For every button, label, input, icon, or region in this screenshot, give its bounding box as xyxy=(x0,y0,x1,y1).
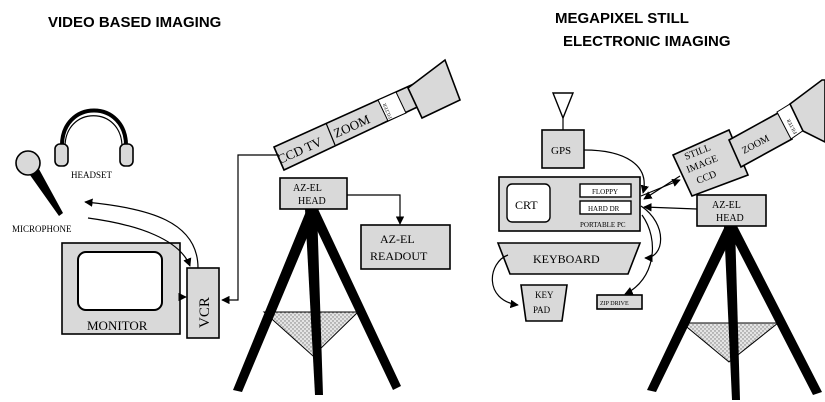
azel-readout-box xyxy=(360,224,451,270)
keypad-label-2: PAD xyxy=(533,305,551,315)
monitor xyxy=(61,242,181,335)
keypad-label-1: KEY xyxy=(535,290,554,300)
microphone-label: MICROPHONE xyxy=(12,224,72,234)
monitor-label: MONITOR xyxy=(87,318,148,333)
keyboard-label: KEYBOARD xyxy=(533,252,600,266)
hard-drive-slot xyxy=(579,200,632,215)
still-azel-head-box xyxy=(696,194,767,227)
microphone-icon xyxy=(15,150,63,216)
camera-lens-icon xyxy=(788,79,825,143)
azel-head-box xyxy=(279,177,348,210)
floppy-slot xyxy=(579,183,632,198)
vcr-label: VCR xyxy=(197,297,213,328)
still-azel-head-label-1: AZ-EL xyxy=(712,200,741,211)
hard-dr-label: HARD DR xyxy=(588,205,620,213)
floppy-label: FLOPPY xyxy=(592,188,618,196)
zip-drive-box xyxy=(596,294,643,310)
keypad-box xyxy=(520,284,568,322)
antenna-icon xyxy=(551,92,575,120)
crt-screen xyxy=(506,183,551,223)
still-azel-head-label-2: HEAD xyxy=(716,213,744,224)
gps-label: GPS xyxy=(551,145,571,157)
azel-head-label-2: HEAD xyxy=(298,196,326,207)
still-camera xyxy=(671,79,825,198)
tripod-icon xyxy=(233,209,401,395)
right-panel-title-line2: ELECTRONIC IMAGING xyxy=(563,33,731,50)
azel-readout-label-1: AZ-EL xyxy=(380,232,415,246)
azel-readout-label-2: READOUT xyxy=(370,249,428,263)
right-connections xyxy=(491,149,698,309)
camera-lens-icon xyxy=(407,58,462,120)
vcr-box xyxy=(186,267,220,339)
right-panel-title-line1: MEGAPIXEL STILL xyxy=(555,10,689,27)
left-connections xyxy=(84,154,405,305)
tripod-icon xyxy=(647,226,822,400)
gps-box xyxy=(541,129,585,169)
filter-label: FILTER xyxy=(383,101,394,119)
azel-head-label-1: AZ-EL xyxy=(293,183,322,194)
keyboard-box xyxy=(496,242,642,275)
crt-label: CRT xyxy=(515,198,538,212)
video-camera xyxy=(272,58,462,172)
headset-label: HEADSET xyxy=(71,170,112,180)
zip-drive-label: ZIP DRIVE xyxy=(600,301,629,307)
left-panel-title: VIDEO BASED IMAGING xyxy=(48,14,221,31)
headset-icon xyxy=(54,108,134,167)
portable-pc-label: PORTABLE PC xyxy=(580,221,626,229)
